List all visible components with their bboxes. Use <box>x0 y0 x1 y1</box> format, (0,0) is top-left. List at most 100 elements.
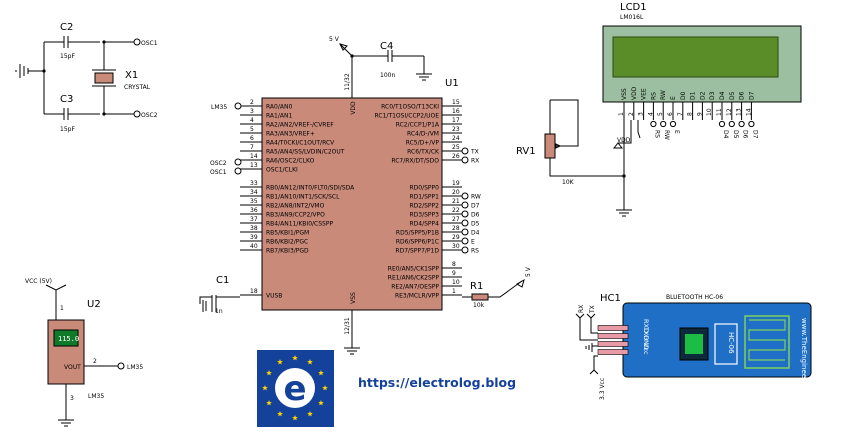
lcd-net-label: D4 <box>722 130 729 139</box>
u1-pin-number: 6 <box>250 135 254 142</box>
hc1-chip-label-bg <box>685 334 703 354</box>
c4-ref: C4 <box>380 41 393 52</box>
u1-pin-number: 16 <box>452 108 460 115</box>
lcd-pin-number: 10 <box>706 108 713 116</box>
lcd-pin-name: D2 <box>699 91 706 100</box>
u1-pin-name: RA1/AN1 <box>266 113 292 120</box>
svg-text:e: e <box>283 369 306 409</box>
ground-symbol <box>616 209 632 217</box>
u1-pin-name: RC4/D-/VM <box>407 131 439 138</box>
lcd-pin-name: RW <box>660 90 667 100</box>
rv1-ref: RV1 <box>516 146 536 157</box>
u2-model: LM35 <box>88 393 104 400</box>
hc1-pin-label: Vcc <box>642 343 650 355</box>
net-label: RX <box>471 158 479 165</box>
u1-pin-number: 30 <box>452 243 460 250</box>
u1-osc2-label: OSC2 <box>210 160 227 167</box>
hc1-title: BLUETOOTH HC-06 <box>666 294 723 301</box>
lcd-pin-name: D6 <box>739 91 746 100</box>
u2-vcc-label: VCC (5V) <box>25 278 52 285</box>
u1-pin-name: RD1/SPP1 <box>410 194 440 201</box>
blog-url-link[interactable]: https://electrolog.blog <box>358 375 516 390</box>
terminal-osc2 <box>133 110 141 118</box>
u1-pin-number: 14 <box>250 153 258 160</box>
electrolog-logo: e <box>257 350 334 427</box>
c2-ref: C2 <box>60 22 73 33</box>
lcd-pin-number: 14 <box>745 108 752 116</box>
net-label: D6 <box>471 212 480 219</box>
lcd-net-label: E <box>673 130 680 134</box>
u1-vdd-pin-name: VDD <box>350 101 357 115</box>
ground-symbol <box>15 64 29 78</box>
bluetooth-module-hc1: HC1 BLUETOOTH HC-06 www.TheEngineeringPr… <box>575 293 812 433</box>
temperature-sensor-u2: VCC (5V) 1 U2 115.0 VOUT 2 LM35 3 LM35 <box>25 278 143 427</box>
c4-value: 100n <box>380 72 395 79</box>
u1-pin-number: 21 <box>452 198 460 205</box>
hc1-pin-header <box>597 349 629 355</box>
u1-pin-name: RB0/AN12/INT0/FLT0/SDI/SDA <box>266 185 355 192</box>
hc1-pin-header <box>597 333 629 339</box>
net-terminal <box>461 192 469 200</box>
u1-pin-name: RC0/T1OSO/T13CKI <box>381 104 439 111</box>
lcd-pin-name: VEE <box>641 88 648 100</box>
lcd-pin-number: 2 <box>628 112 635 116</box>
lcd-vdd-label: VDD <box>617 137 631 144</box>
capacitor-c4 <box>387 50 425 74</box>
u1-pin-number: 28 <box>452 225 460 232</box>
hc1-pin-label: RXD <box>642 319 650 333</box>
lcd-model: LM016L <box>620 14 644 21</box>
u1-lm35-label: LM35 <box>211 104 227 111</box>
u1-pin-name: RA0/AN0 <box>266 104 292 111</box>
logo-star <box>277 359 283 365</box>
u1-pin-number: 36 <box>250 207 258 214</box>
terminal-lm35 <box>234 102 242 110</box>
u1-pin-number: 27 <box>452 216 460 223</box>
u1-pin-name: RE2/AN7/OESPP <box>391 284 439 291</box>
lcd-net-label: RW <box>663 130 670 140</box>
r1-5v-label: 5 V <box>525 266 532 277</box>
u1-pin-name: RD6/SPP6/P1C <box>396 239 439 246</box>
u1-pin-number: 17 <box>452 117 460 124</box>
logo-star <box>292 415 298 421</box>
potentiometer-rv1 <box>544 133 556 159</box>
u1-pin-name: RB3/AN9/CCP2/VPO <box>266 212 325 219</box>
u1-pin-name: RA4/T0CKI/C1OUT/RCV <box>266 140 335 147</box>
net-label: D7 <box>471 203 480 210</box>
u1-right-pins: 15RC0/T1OSO/T13CKI16RC1/T1OSI/CCP2/UOE17… <box>375 99 481 300</box>
u1-pin-number: 20 <box>452 189 460 196</box>
resistor-r1 <box>471 293 489 301</box>
u1-pin-number: 34 <box>250 189 258 196</box>
u1-pin-name: RC5/D+/VP <box>406 140 440 147</box>
lcd-pin-name: D4 <box>719 91 726 100</box>
crystal-x1 <box>94 72 114 84</box>
net-terminal <box>461 219 469 227</box>
c3-value: 15pF <box>60 126 75 133</box>
u1-body <box>261 97 443 311</box>
lcd-pin-number: 1 <box>618 112 625 116</box>
u1-pin-number: 29 <box>452 234 460 241</box>
logo-star <box>277 410 283 417</box>
logo-star <box>318 400 324 406</box>
u1-vss-pin-number: 12/31 <box>344 317 351 334</box>
u1-pin-number: 15 <box>452 99 460 106</box>
u1-pin-name: RA5/AN4/SS/LVDIN/C2OUT <box>266 149 345 156</box>
hc1-antenna <box>744 315 790 369</box>
u1-pin-number: 33 <box>250 180 258 187</box>
hc1-site-text: www.TheEngineeringProjects.com <box>800 318 808 433</box>
u1-pin-name: RB2/AN8/INT2/VMO <box>266 203 325 210</box>
net-terminal <box>461 228 469 236</box>
u1-pin-name: RB7/KBI3/PGD <box>266 248 309 255</box>
lcd-net-terminal <box>718 120 726 128</box>
lcd-net-label: D5 <box>732 130 739 139</box>
hc1-pin-header <box>597 341 629 347</box>
u1-pin-name: RD7/SPP7/P1D <box>395 248 439 255</box>
capacitor-c3 <box>63 108 69 120</box>
microcontroller-u1: U1 11/32 VDD VSS 12/31 5 V C4 100n 2RA0/… <box>199 36 532 355</box>
lcd-net-terminal <box>650 120 657 128</box>
lcd-net-terminal <box>728 120 735 128</box>
u1-pin-number: 40 <box>250 243 258 250</box>
u1-pin-name: RD3/SPP3 <box>410 212 440 219</box>
u1-pin-name: RA3/AN3/VREF+ <box>266 131 315 138</box>
net-label: RW <box>471 194 481 201</box>
